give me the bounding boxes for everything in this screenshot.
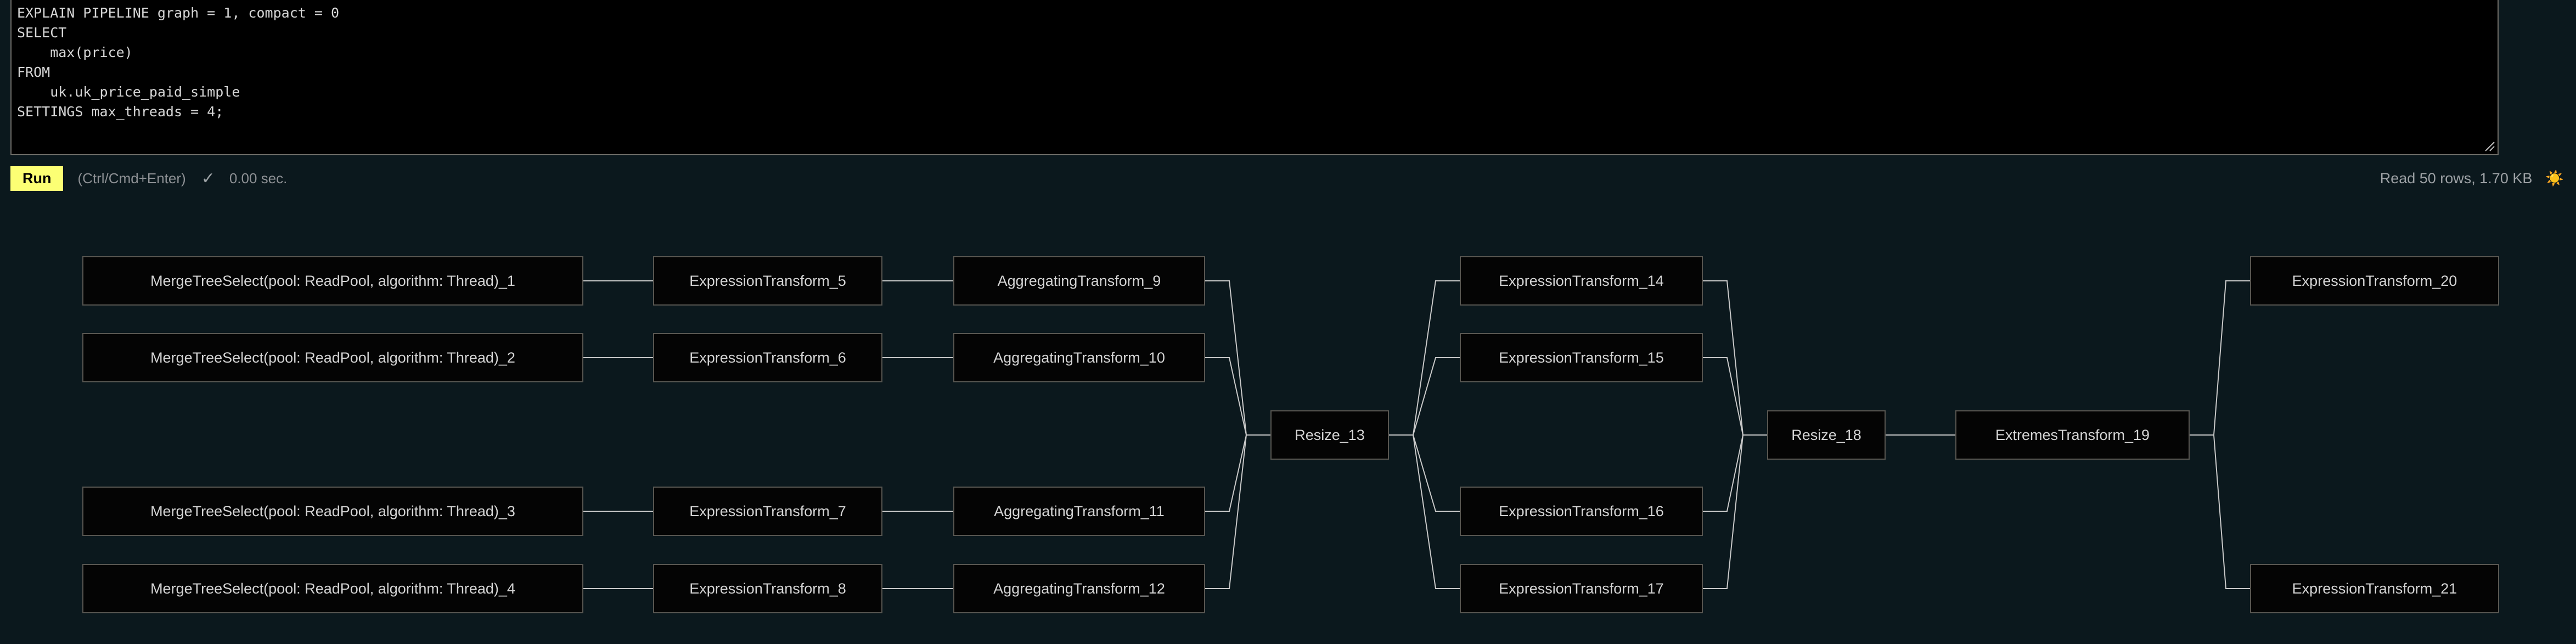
graph-node-label: ExpressionTransform_15 xyxy=(1499,349,1664,366)
graph-node-label: AggregatingTransform_12 xyxy=(993,580,1165,597)
graph-node-label: ExpressionTransform_20 xyxy=(2292,272,2457,289)
graph-node-label: ExpressionTransform_14 xyxy=(1499,272,1664,289)
read-stats: Read 50 rows, 1.70 KB xyxy=(2380,170,2533,187)
graph-node-label: MergeTreeSelect(pool: ReadPool, algorith… xyxy=(150,502,515,519)
graph-node[interactable]: ExpressionTransform_8 xyxy=(653,564,882,613)
graph-node[interactable]: Resize_18 xyxy=(1767,410,1886,460)
graph-edge xyxy=(1205,357,1270,436)
graph-node-label: AggregatingTransform_9 xyxy=(997,272,1161,289)
graph-node-label: Resize_18 xyxy=(1791,426,1861,443)
graph-node[interactable]: ExpressionTransform_6 xyxy=(653,333,882,382)
graph-edge xyxy=(1389,357,1460,436)
graph-node-label: Resize_13 xyxy=(1295,426,1365,443)
shortcut-hint: (Ctrl/Cmd+Enter) xyxy=(77,170,186,187)
graph-node-label: ExpressionTransform_6 xyxy=(689,349,846,366)
graph-node-label: ExpressionTransform_8 xyxy=(689,580,846,597)
graph-node[interactable]: MergeTreeSelect(pool: ReadPool, algorith… xyxy=(82,487,583,536)
graph-node[interactable]: AggregatingTransform_9 xyxy=(953,256,1205,306)
sun-icon[interactable]: ☀️ xyxy=(2545,170,2564,187)
graph-node[interactable]: ExpressionTransform_17 xyxy=(1460,564,1703,613)
graph-node[interactable]: ExpressionTransform_15 xyxy=(1460,333,1703,382)
graph-node[interactable]: MergeTreeSelect(pool: ReadPool, algorith… xyxy=(82,333,583,382)
graph-node-label: AggregatingTransform_10 xyxy=(993,349,1165,366)
graph-node-label: MergeTreeSelect(pool: ReadPool, algorith… xyxy=(150,349,515,366)
pipeline-edges xyxy=(583,280,2250,589)
graph-node[interactable]: Resize_13 xyxy=(1270,410,1389,460)
toolbar-right-group: Read 50 rows, 1.70 KB ☀️ xyxy=(2380,170,2576,187)
graph-node-label: MergeTreeSelect(pool: ReadPool, algorith… xyxy=(150,272,515,289)
graph-node[interactable]: ExpressionTransform_20 xyxy=(2250,256,2499,306)
graph-node[interactable]: ExpressionTransform_14 xyxy=(1460,256,1703,306)
graph-edge xyxy=(1205,434,1270,512)
graph-node[interactable]: MergeTreeSelect(pool: ReadPool, algorith… xyxy=(82,564,583,613)
graph-node[interactable]: ExpressionTransform_5 xyxy=(653,256,882,306)
query-editor-panel xyxy=(10,0,2499,155)
query-toolbar: Run (Ctrl/Cmd+Enter) ✓ 0.00 sec. Read 50… xyxy=(0,159,2576,197)
graph-node[interactable]: ExpressionTransform_7 xyxy=(653,487,882,536)
sql-query-input[interactable] xyxy=(10,0,2499,155)
graph-edge xyxy=(2190,434,2250,589)
graph-edge xyxy=(1703,434,1767,512)
graph-node[interactable]: ExtremesTransform_19 xyxy=(1955,410,2190,460)
graph-node-label: MergeTreeSelect(pool: ReadPool, algorith… xyxy=(150,580,515,597)
graph-node[interactable]: ExpressionTransform_21 xyxy=(2250,564,2499,613)
graph-node[interactable]: ExpressionTransform_16 xyxy=(1460,487,1703,536)
graph-edge xyxy=(1389,434,1460,589)
graph-edge xyxy=(1703,357,1767,436)
graph-node-label: ExpressionTransform_17 xyxy=(1499,580,1664,597)
graph-node[interactable]: AggregatingTransform_10 xyxy=(953,333,1205,382)
elapsed-time: 0.00 sec. xyxy=(229,170,288,187)
pipeline-graph: MergeTreeSelect(pool: ReadPool, algorith… xyxy=(0,197,2576,644)
graph-edge xyxy=(2190,280,2250,436)
run-button[interactable]: Run xyxy=(10,166,64,191)
graph-node-label: ExpressionTransform_21 xyxy=(2292,580,2457,597)
graph-edge xyxy=(1389,434,1460,512)
success-check-icon: ✓ xyxy=(201,169,215,188)
graph-edge xyxy=(1205,434,1270,589)
graph-node-label: AggregatingTransform_11 xyxy=(994,502,1165,519)
graph-node[interactable]: AggregatingTransform_11 xyxy=(953,487,1205,536)
graph-node-label: ExpressionTransform_16 xyxy=(1499,502,1664,519)
graph-node-label: ExpressionTransform_7 xyxy=(689,502,846,519)
graph-node-label: ExtremesTransform_19 xyxy=(1995,426,2150,443)
graph-edge xyxy=(1703,434,1767,589)
graph-node[interactable]: AggregatingTransform_12 xyxy=(953,564,1205,613)
graph-node-label: ExpressionTransform_5 xyxy=(689,272,846,289)
graph-node[interactable]: MergeTreeSelect(pool: ReadPool, algorith… xyxy=(82,256,583,306)
